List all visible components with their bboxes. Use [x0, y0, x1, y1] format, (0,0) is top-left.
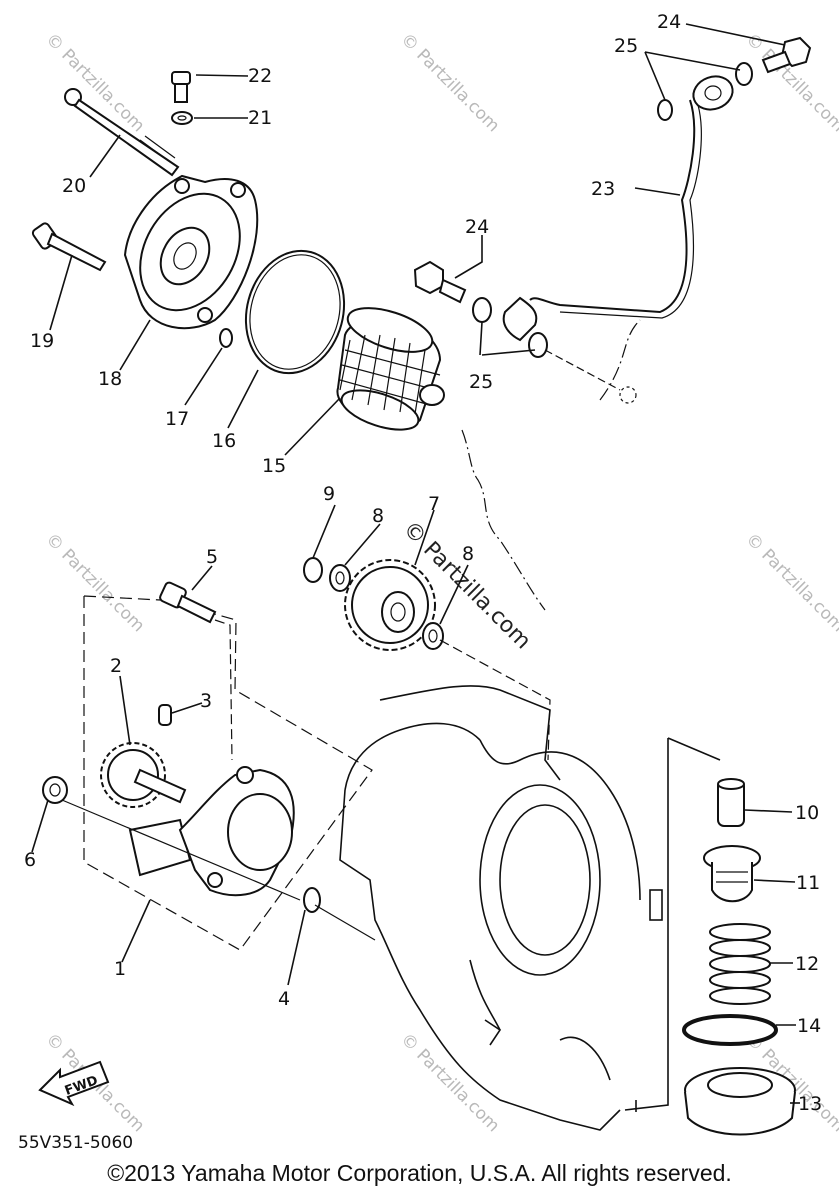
pump-axis-2: [314, 904, 376, 941]
callout-14: 14: [797, 1015, 821, 1037]
callout-6: 6: [24, 849, 36, 871]
callout-9: 9: [323, 483, 335, 505]
part-code: 55V351-5060: [18, 1133, 133, 1153]
oil-pump-assembly-box: [83, 595, 373, 951]
bolt-20: [64, 88, 180, 177]
pump-axis: [61, 799, 301, 901]
watermark: © Partzilla.com: [41, 529, 148, 636]
plug-13: [684, 1067, 796, 1136]
leader-lines: [31, 23, 800, 1104]
pin-3: [158, 704, 172, 726]
copyright-notice: ©2013 Yamaha Motor Corporation, U.S.A. A…: [107, 1160, 732, 1186]
callout-numbers: 22 21 20 19 18 17 16 15 23 24 25 24 25 9…: [24, 11, 822, 1115]
callout-10: 10: [795, 802, 819, 824]
o-ring-16: [244, 249, 346, 375]
callout-7: 7: [428, 493, 440, 515]
callout-25-top: 25: [614, 35, 638, 57]
washer-8-left: [329, 564, 351, 592]
watermark: © Partzilla.com: [396, 29, 503, 136]
callout-8-right: 8: [462, 543, 474, 565]
callout-2: 2: [110, 655, 122, 677]
spring-12: [709, 923, 771, 1005]
bolt-axis: [214, 619, 233, 761]
callout-20: 20: [62, 175, 86, 197]
callout-24-top: 24: [657, 11, 681, 33]
oil-pump-body: [128, 766, 295, 897]
callout-3: 3: [200, 690, 212, 712]
o-ring-17: [219, 328, 233, 348]
callout-23: 23: [591, 178, 615, 200]
pin-10: [717, 778, 745, 827]
watermark: © Partzilla.com: [396, 1029, 503, 1136]
callout-17: 17: [165, 408, 189, 430]
union-bolt-24-top: [761, 36, 812, 74]
gear-7: [344, 559, 436, 651]
washer-21: [171, 111, 193, 125]
watermark: © Partzilla.com: [741, 529, 839, 636]
callout-4: 4: [278, 988, 290, 1010]
callout-22: 22: [248, 65, 272, 87]
callout-8-left: 8: [372, 505, 384, 527]
pipe-port: [619, 386, 637, 404]
washer-8-right: [422, 622, 444, 650]
pipe-axis: [544, 349, 621, 391]
relief-valve-bracket: [624, 737, 721, 1112]
callout-16: 16: [212, 430, 236, 452]
circlip-9: [303, 557, 323, 583]
gear-2: [100, 742, 187, 808]
callout-5: 5: [206, 546, 218, 568]
o-ring-14: [682, 1014, 778, 1046]
gaskets-25: [472, 62, 753, 358]
callout-25-mid: 25: [469, 371, 493, 393]
gear-axis: [439, 639, 551, 761]
oil-filter-cover-18: [123, 174, 259, 330]
o-ring-4: [303, 887, 321, 913]
valve-11: [703, 845, 761, 903]
callout-13: 13: [798, 1093, 822, 1115]
oil-filter-15: [336, 307, 445, 431]
callout-19: 19: [30, 330, 54, 352]
callout-15: 15: [262, 455, 286, 477]
callout-24-mid: 24: [465, 216, 489, 238]
union-bolt-24-mid: [413, 260, 467, 304]
crankcase-outline: [339, 319, 663, 1131]
callout-11: 11: [796, 872, 820, 894]
oil-pipe-23: [502, 75, 734, 342]
bolt-5: [159, 581, 217, 624]
callout-18: 18: [98, 368, 122, 390]
collar-6: [42, 776, 68, 804]
callout-1: 1: [114, 958, 126, 980]
callout-21: 21: [248, 107, 272, 129]
bolt-19: [31, 222, 107, 272]
screw-22: [171, 71, 191, 103]
callout-12: 12: [795, 953, 819, 975]
